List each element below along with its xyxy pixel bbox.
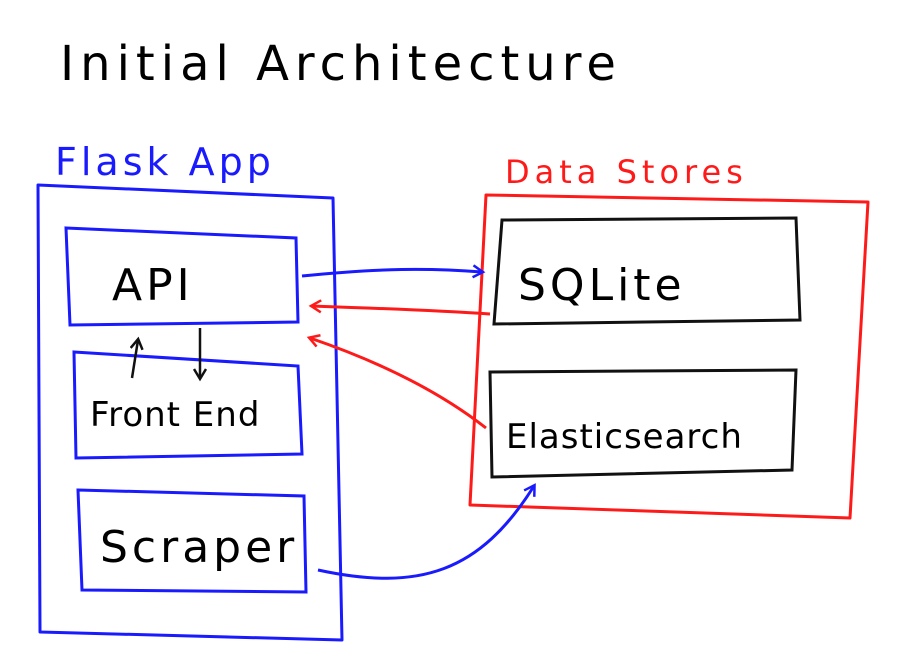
front-end-box — [72, 350, 304, 460]
api-label: API — [112, 260, 194, 311]
diagram-title: Initial Architecture — [60, 36, 622, 92]
group-label-data-stores: Data Stores — [505, 153, 748, 191]
frontend-to-api-arrow — [132, 340, 138, 379]
elasticsearch-to-api-arrow — [310, 338, 487, 430]
scraper-to-elasticsearch-arrow — [317, 486, 534, 580]
scraper-label: Scraper — [100, 522, 298, 573]
elasticsearch-box — [488, 368, 798, 479]
scraper-box — [76, 488, 308, 594]
api-to-sqlite-arrow — [301, 269, 482, 276]
data-stores-container — [468, 193, 870, 520]
sqlite-to-api-arrow — [312, 306, 491, 316]
api-box — [64, 226, 300, 327]
group-label-flask-app: Flask App — [55, 140, 275, 184]
sqlite-label: SQLite — [518, 260, 686, 311]
flask-app-container — [36, 183, 344, 642]
elasticsearch-label: Elasticsearch — [506, 417, 743, 457]
front-end-label: Front End — [90, 395, 260, 435]
sqlite-box — [492, 216, 802, 326]
